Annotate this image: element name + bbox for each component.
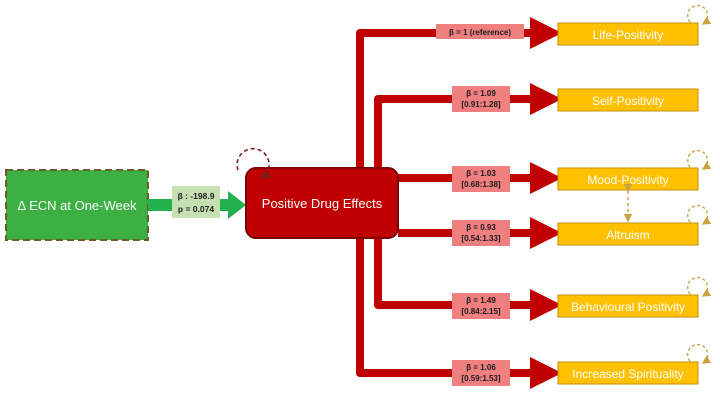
mediator-node: Positive Drug Effects xyxy=(245,167,399,239)
path-beta-2: β = 1.09 xyxy=(466,89,496,98)
outcome-node-increased-spirituality: Increased Spirituality xyxy=(557,361,699,385)
outcome-label: Mood-Positivity xyxy=(587,173,668,187)
outcome-label: Self-Positivity xyxy=(592,94,664,108)
self-loop-behavioural-positivity xyxy=(686,276,712,297)
outcome-label: Altruism xyxy=(606,228,649,242)
predictor-node: Δ ECN at One-Week xyxy=(5,169,149,241)
path-beta-3: β = 1.03 xyxy=(466,169,496,178)
path-beta-6: β = 1.06 xyxy=(466,363,496,372)
path-label-4: β = 0.93 [0.54:1.33] xyxy=(452,220,510,246)
outcome-node-life-positivity: Life-Positivity xyxy=(557,22,699,46)
self-loop-mood-positivity xyxy=(686,149,712,170)
path-label-1: β = 1 (reference) xyxy=(436,24,524,39)
predictor-p: p = 0.074 xyxy=(178,204,214,214)
path-ci-5: [0.84:2.15] xyxy=(461,307,500,316)
outcome-node-self-positivity: Self-Positivity xyxy=(557,88,699,112)
self-loop-altruism xyxy=(686,204,712,225)
outcome-label: Increased Spirituality xyxy=(572,367,683,381)
outcome-self-loops xyxy=(686,4,712,364)
path-ci-4: [0.54:1.33] xyxy=(461,234,500,243)
outcome-label: Behavioural Positivity xyxy=(571,300,685,314)
path-ci-3: [0.68:1.38] xyxy=(461,180,500,189)
path-label-6: β = 1.06 [0.59:1.53] xyxy=(452,360,510,386)
predictor-coefficient-label: β : -198.9 p = 0.074 xyxy=(172,186,220,218)
mediator-label: Positive Drug Effects xyxy=(262,196,383,211)
path-beta-4: β = 0.93 xyxy=(466,223,496,232)
path-ci-6: [0.59:1.53] xyxy=(461,374,500,383)
self-loop-increased-spirituality xyxy=(686,343,712,364)
path-ci-2: [0.91:1.28] xyxy=(461,100,500,109)
path-label-5: β = 1.49 [0.84:2.15] xyxy=(452,293,510,319)
outcome-node-mood-positivity: Mood-Positivity xyxy=(557,167,699,191)
path-label-2: β = 1.09 [0.91:1.28] xyxy=(452,86,510,112)
outcome-node-altruism: Altruism xyxy=(557,222,699,246)
predictor-label: Δ ECN at One-Week xyxy=(18,198,137,213)
mediator-self-loop xyxy=(236,147,272,179)
path-beta-1: β = 1 (reference) xyxy=(449,28,511,37)
predictor-beta: β : -198.9 xyxy=(178,191,215,201)
self-loop-life-positivity xyxy=(686,4,712,25)
outcome-label: Life-Positivity xyxy=(593,28,664,42)
path-beta-5: β = 1.49 xyxy=(466,296,496,305)
path-label-3: β = 1.03 [0.68:1.38] xyxy=(452,166,510,192)
outcome-node-behavioural-positivity: Behavioural Positivity xyxy=(557,294,699,318)
